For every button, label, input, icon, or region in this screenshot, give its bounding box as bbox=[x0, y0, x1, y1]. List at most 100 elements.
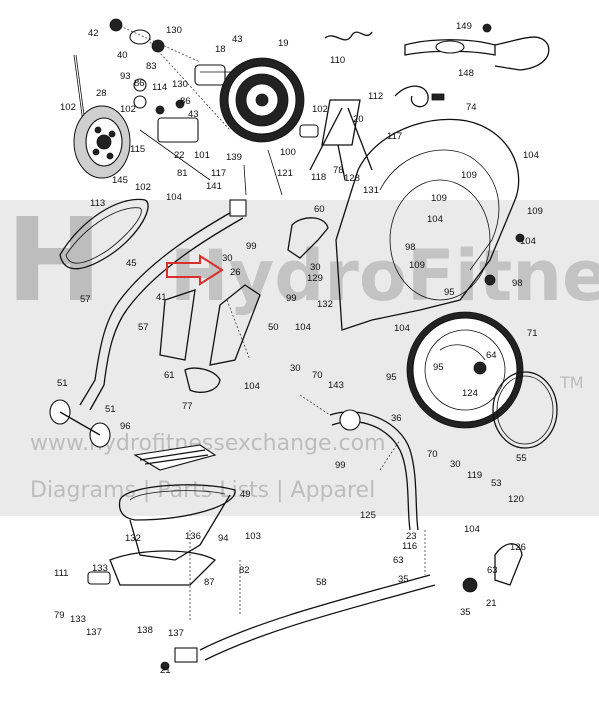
callout-label: 18 bbox=[215, 44, 226, 55]
callout-label: 22 bbox=[174, 150, 185, 161]
callout-label: 104 bbox=[295, 322, 311, 333]
callout-labels: 42 40 130 130 83 18 43 19 110 149 148 10… bbox=[54, 21, 543, 676]
callout-label: 131 bbox=[363, 185, 379, 196]
callout-label: 28 bbox=[96, 88, 107, 99]
leader-lines bbox=[189, 394, 426, 620]
link-arm-50 bbox=[159, 284, 261, 366]
callout-label: 30 bbox=[222, 253, 233, 264]
callout-label: 100 bbox=[280, 147, 296, 158]
callout-label: 43 bbox=[188, 109, 199, 120]
callout-label: 130 bbox=[172, 79, 188, 90]
callout-label: 101 bbox=[194, 150, 210, 161]
roller-51 bbox=[49, 367, 221, 448]
callout-label: 58 bbox=[316, 577, 327, 588]
callout-label: 125 bbox=[360, 510, 376, 521]
callout-label: 35 bbox=[398, 574, 409, 585]
callout-label: 19 bbox=[278, 38, 289, 49]
callout-label: 99 bbox=[286, 293, 297, 304]
callout-label: 51 bbox=[105, 404, 116, 415]
belt-55 bbox=[492, 371, 558, 449]
callout-label: 21 bbox=[160, 665, 171, 676]
callout-label: 70 bbox=[312, 370, 323, 381]
callout-label: 145 bbox=[112, 175, 128, 186]
belt-113 bbox=[59, 198, 149, 270]
callout-label: 117 bbox=[387, 131, 402, 142]
callout-label: 98 bbox=[405, 242, 416, 253]
callout-label: 126 bbox=[510, 542, 526, 553]
pedal-49 bbox=[109, 444, 236, 586]
highlight-arrow-26 bbox=[166, 254, 224, 286]
idler-71 bbox=[406, 311, 524, 429]
callout-label: 104 bbox=[166, 192, 182, 203]
callout-label: 57 bbox=[80, 294, 91, 305]
callout-label: 109 bbox=[409, 260, 425, 271]
callout-label: 104 bbox=[427, 214, 443, 225]
callout-label: 23 bbox=[406, 531, 417, 542]
callout-label: 20 bbox=[353, 114, 364, 125]
callout-label: 51 bbox=[57, 378, 68, 389]
callout-label: 109 bbox=[431, 193, 447, 204]
callout-label: 86 bbox=[134, 78, 145, 89]
callout-label: 78 bbox=[333, 165, 344, 176]
callout-label: 30 bbox=[450, 459, 461, 470]
callout-label: 30 bbox=[290, 363, 301, 374]
callout-label: 30 bbox=[310, 262, 321, 273]
callout-label: 104 bbox=[520, 236, 536, 247]
crank-60 bbox=[287, 217, 329, 259]
callout-label: 117 bbox=[211, 168, 226, 179]
callout-label: 113 bbox=[90, 198, 105, 209]
callout-label: 36 bbox=[391, 413, 402, 424]
callout-label: 102 bbox=[135, 182, 151, 193]
callout-label: 109 bbox=[527, 206, 543, 217]
callout-label: 74 bbox=[466, 102, 477, 113]
pulley-19 bbox=[219, 57, 305, 143]
callout-label: 112 bbox=[368, 91, 383, 102]
callout-label: 43 bbox=[232, 34, 243, 45]
callout-label: 81 bbox=[177, 168, 188, 179]
callout-label: 40 bbox=[117, 50, 128, 61]
callout-label: 26 bbox=[230, 267, 241, 278]
callout-label: 41 bbox=[156, 292, 167, 303]
callout-label: 98 bbox=[512, 278, 523, 289]
cap-126 bbox=[494, 543, 523, 586]
callout-label: 114 bbox=[152, 82, 167, 93]
callout-label: 139 bbox=[226, 152, 242, 163]
callout-label: 99 bbox=[335, 460, 346, 471]
callout-label: 132 bbox=[317, 299, 333, 310]
power-cord-112 bbox=[394, 85, 429, 108]
callout-label: 96 bbox=[120, 421, 131, 432]
callout-label: 94 bbox=[218, 533, 229, 544]
callout-label: 128 bbox=[344, 173, 360, 184]
callout-label: 95 bbox=[386, 372, 397, 383]
callout-label: 143 bbox=[328, 380, 344, 391]
callout-label: 149 bbox=[456, 21, 472, 32]
callout-label: 102 bbox=[120, 104, 136, 115]
cable-110 bbox=[324, 31, 373, 41]
callout-label: 103 bbox=[245, 531, 261, 542]
callout-label: 87 bbox=[204, 577, 215, 588]
callout-label: 57 bbox=[138, 322, 149, 333]
callout-label: 42 bbox=[88, 28, 99, 39]
callout-label: 63 bbox=[393, 555, 404, 566]
callout-label: 104 bbox=[394, 323, 410, 334]
upper-arm-45 bbox=[79, 199, 247, 411]
callout-label: 102 bbox=[60, 102, 76, 113]
callout-label: 53 bbox=[491, 478, 502, 489]
callout-label: 55 bbox=[516, 453, 527, 464]
callout-label: 49 bbox=[240, 489, 251, 500]
callout-label: 116 bbox=[402, 541, 417, 552]
callout-label: 83 bbox=[146, 61, 157, 72]
callout-label: 119 bbox=[467, 470, 482, 481]
callout-label: 141 bbox=[206, 181, 222, 192]
callout-label: 132 bbox=[125, 533, 141, 544]
callout-label: 124 bbox=[462, 388, 478, 399]
callout-label: 104 bbox=[523, 150, 539, 161]
flywheel-assembly bbox=[73, 18, 260, 181]
callout-label: 115 bbox=[130, 144, 145, 155]
lower-arm-36 bbox=[329, 409, 419, 531]
watermark-brand: HydroFitness Exchange bbox=[170, 235, 599, 317]
callout-label: 109 bbox=[461, 170, 477, 181]
callout-label: 82 bbox=[239, 565, 250, 576]
callout-label: 121 bbox=[277, 168, 293, 179]
